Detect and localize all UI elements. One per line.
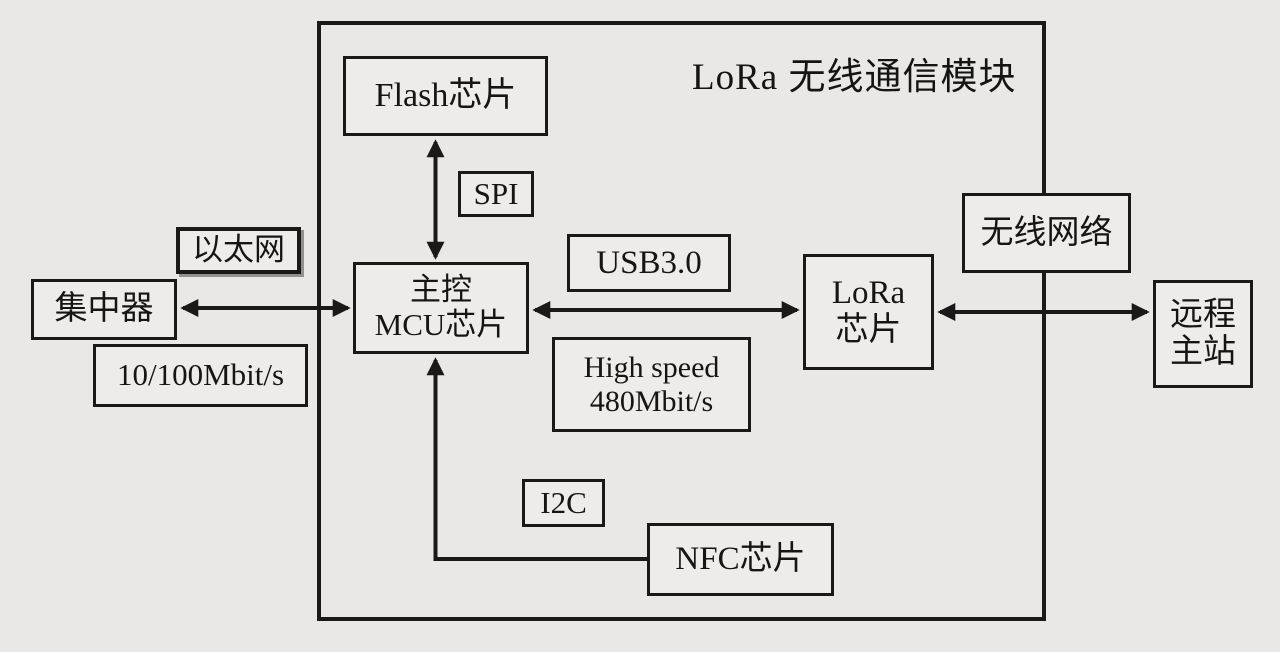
link-label-spi: SPI (458, 171, 534, 217)
link-label-ethernet-text: 以太网 (192, 232, 285, 268)
link-label-high-speed: High speed 480Mbit/s (552, 337, 751, 432)
link-label-ethernet-rate-text: 10/100Mbit/s (116, 357, 285, 393)
node-mcu-chip-line1: 主控 (410, 272, 472, 308)
node-lora-chip: LoRa 芯片 (803, 254, 934, 370)
node-lora-chip-line2: 芯片 (835, 312, 902, 348)
link-label-ethernet-rate: 10/100Mbit/s (93, 344, 308, 407)
link-label-spi-text: SPI (473, 175, 519, 211)
node-remote-master: 远程 主站 (1153, 280, 1253, 388)
link-label-usb-text: USB3.0 (596, 244, 702, 281)
link-label-high-speed-line1: High speed (583, 350, 720, 384)
node-remote-master-line1: 远程 (1170, 297, 1236, 334)
link-label-high-speed-line2: 480Mbit/s (589, 384, 714, 418)
module-boundary-box (317, 21, 1046, 621)
node-mcu-chip: 主控 MCU芯片 (353, 262, 529, 354)
link-label-ethernet: 以太网 (176, 227, 301, 274)
link-label-usb: USB3.0 (567, 234, 731, 292)
link-label-i2c-text: I2C (540, 484, 587, 520)
diagram-title: LoRa 无线通信模块 (692, 57, 1017, 98)
node-mcu-chip-line2: MCU芯片 (374, 307, 508, 342)
node-nfc-chip: NFC芯片 (647, 523, 834, 596)
node-nfc-chip-label: NFC芯片 (675, 541, 806, 578)
node-concentrator-label: 集中器 (54, 291, 154, 328)
connector-nfc-mcu-i2c (426, 357, 649, 561)
node-remote-master-line2: 主站 (1170, 334, 1236, 370)
node-concentrator: 集中器 (31, 279, 177, 340)
link-label-wireless-network: 无线网络 (962, 193, 1131, 273)
link-label-i2c: I2C (522, 479, 605, 527)
node-lora-chip-line1: LoRa (831, 275, 906, 312)
link-label-wireless-network-text: 无线网络 (980, 214, 1113, 251)
node-flash-chip-label: Flash芯片 (374, 76, 517, 114)
node-flash-chip: Flash芯片 (343, 56, 548, 136)
